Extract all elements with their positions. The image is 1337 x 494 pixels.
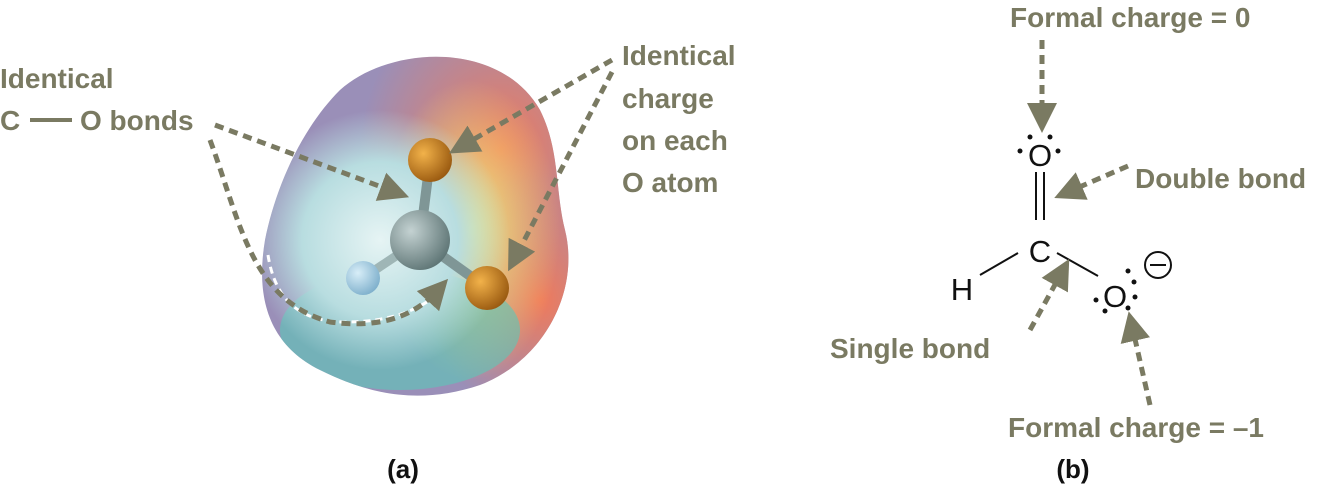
hydrogen-atom xyxy=(346,261,380,295)
arrow-to-double-bond xyxy=(1054,163,1129,200)
label-identical-charge-2: charge xyxy=(622,83,714,114)
electrostatic-potential-map xyxy=(262,56,569,396)
oxygen-atom-right xyxy=(465,266,509,310)
oxygen-atom-top xyxy=(408,138,452,182)
label-identical-bonds-line1: Identical xyxy=(0,63,114,94)
arrow-to-right-oxygen xyxy=(508,70,615,272)
atom-c: C xyxy=(1029,234,1051,269)
label-single-bond: Single bond xyxy=(830,333,990,364)
caption-a: (a) xyxy=(387,454,419,484)
arrow-to-single-bond xyxy=(1027,258,1070,332)
label-identical-charge-4: O atom xyxy=(622,167,718,198)
label-formal-charge-minus-one: Formal charge = –1 xyxy=(1008,412,1264,443)
arrow-to-top-bond xyxy=(214,122,410,201)
lewis-structure: O C H O xyxy=(951,134,1172,314)
label-identical-charge-1: Identical xyxy=(622,40,736,71)
atom-o-top: O xyxy=(1028,138,1052,173)
atom-h: H xyxy=(951,272,973,307)
label-identical-bonds-c: C xyxy=(0,105,20,136)
single-bond-c-h xyxy=(979,252,1019,276)
arrow-to-o-right xyxy=(1120,311,1153,406)
atom-o-right: O xyxy=(1103,279,1127,314)
label-identical-bonds-rest: O bonds xyxy=(80,105,194,136)
single-bond-c-o xyxy=(1056,252,1099,277)
label-identical-charge-3: on each xyxy=(622,125,728,156)
label-double-bond: Double bond xyxy=(1135,163,1306,194)
arrow-to-right-bond xyxy=(207,139,449,327)
carbon-atom xyxy=(390,210,450,270)
label-formal-charge-zero: Formal charge = 0 xyxy=(1010,2,1250,33)
negative-charge-icon xyxy=(1144,251,1172,279)
caption-b: (b) xyxy=(1056,454,1089,484)
